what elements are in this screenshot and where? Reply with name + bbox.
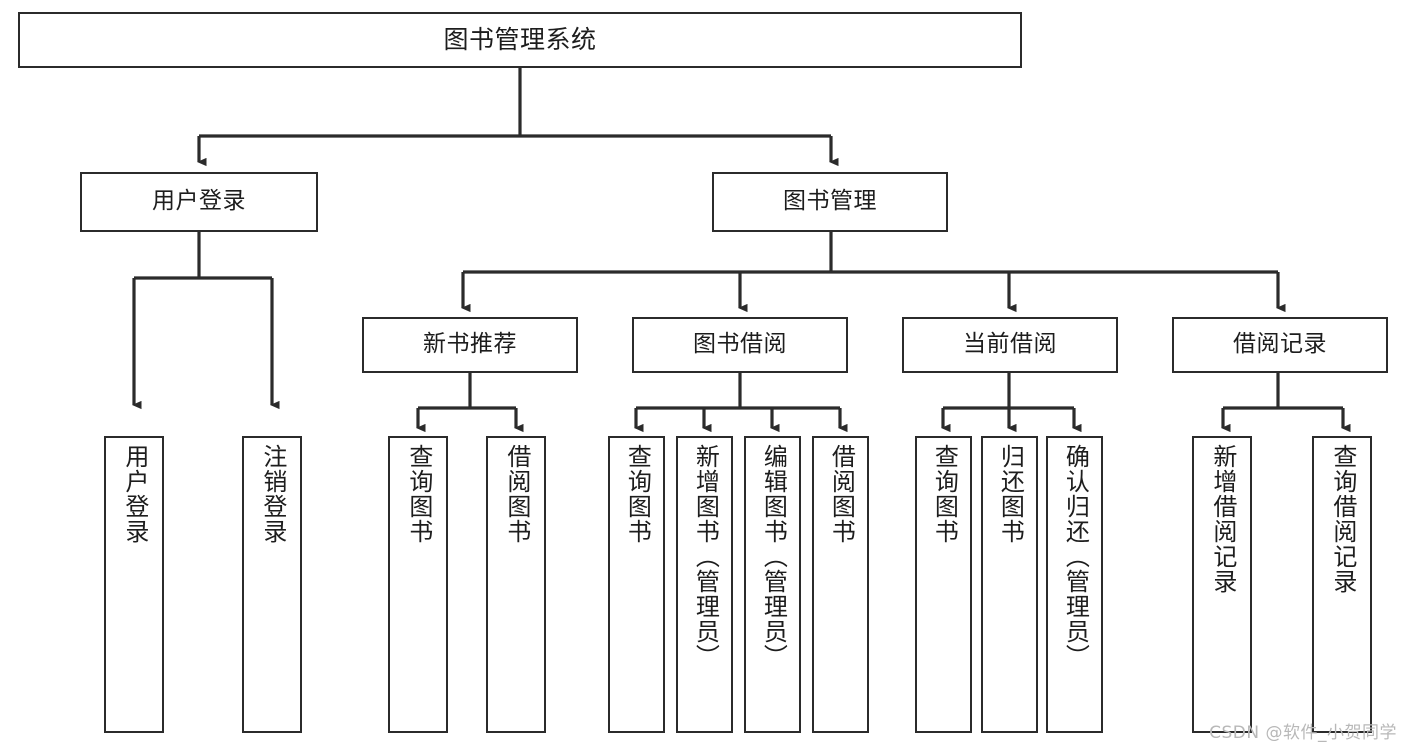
node-new-book-recommend-label: 新书推荐: [423, 331, 517, 358]
node-new-book-recommend[interactable]: 新书推荐: [362, 317, 578, 373]
node-user-login-label: 用户登录: [152, 188, 246, 215]
leaf-query-book-current[interactable]: 查询图书: [915, 436, 972, 733]
node-book-manage[interactable]: 图书管理: [712, 172, 948, 232]
leaf-logout-login-label: 注销登录: [258, 444, 287, 544]
leaf-edit-book-label: 编辑图书（管理员）: [759, 444, 788, 669]
leaf-confirm-return-label: 确认归还（管理员）: [1061, 444, 1090, 669]
node-user-login[interactable]: 用户登录: [80, 172, 318, 232]
leaf-query-book-borrow-label: 查询图书: [623, 444, 652, 544]
leaf-query-book-recommend-label: 查询图书: [404, 444, 433, 544]
node-current-borrow-label: 当前借阅: [963, 331, 1057, 358]
leaf-query-book-borrow[interactable]: 查询图书: [608, 436, 665, 733]
leaf-logout-login[interactable]: 注销登录: [242, 436, 302, 733]
leaf-query-borrow-record[interactable]: 查询借阅记录: [1312, 436, 1372, 733]
leaf-query-borrow-record-label: 查询借阅记录: [1328, 444, 1357, 594]
leaf-add-book[interactable]: 新增图书（管理员）: [676, 436, 733, 733]
leaf-add-borrow-record-label: 新增借阅记录: [1208, 444, 1237, 594]
node-root-label: 图书管理系统: [443, 25, 597, 54]
node-book-manage-label: 图书管理: [783, 188, 877, 215]
leaf-return-book[interactable]: 归还图书: [981, 436, 1038, 733]
leaf-edit-book[interactable]: 编辑图书（管理员）: [744, 436, 801, 733]
node-book-borrow[interactable]: 图书借阅: [632, 317, 848, 373]
leaf-add-borrow-record[interactable]: 新增借阅记录: [1192, 436, 1252, 733]
leaf-borrow-book-recommend[interactable]: 借阅图书: [486, 436, 546, 733]
leaf-query-book-current-label: 查询图书: [930, 444, 959, 544]
leaf-borrow-book[interactable]: 借阅图书: [812, 436, 869, 733]
leaf-user-login-label: 用户登录: [120, 444, 149, 544]
leaf-query-book-recommend[interactable]: 查询图书: [388, 436, 448, 733]
leaf-confirm-return[interactable]: 确认归还（管理员）: [1046, 436, 1103, 733]
leaf-add-book-label: 新增图书（管理员）: [691, 444, 720, 669]
node-book-borrow-label: 图书借阅: [693, 331, 787, 358]
node-root-system[interactable]: 图书管理系统: [18, 12, 1022, 68]
leaf-borrow-book-recommend-label: 借阅图书: [502, 444, 531, 544]
leaf-return-book-label: 归还图书: [996, 444, 1025, 544]
node-current-borrow[interactable]: 当前借阅: [902, 317, 1118, 373]
node-borrow-record-label: 借阅记录: [1233, 331, 1327, 358]
leaf-user-login[interactable]: 用户登录: [104, 436, 164, 733]
csdn-watermark: CSDN @软件_小贺同学: [1209, 723, 1397, 743]
node-borrow-record[interactable]: 借阅记录: [1172, 317, 1388, 373]
leaf-borrow-book-label: 借阅图书: [827, 444, 856, 544]
